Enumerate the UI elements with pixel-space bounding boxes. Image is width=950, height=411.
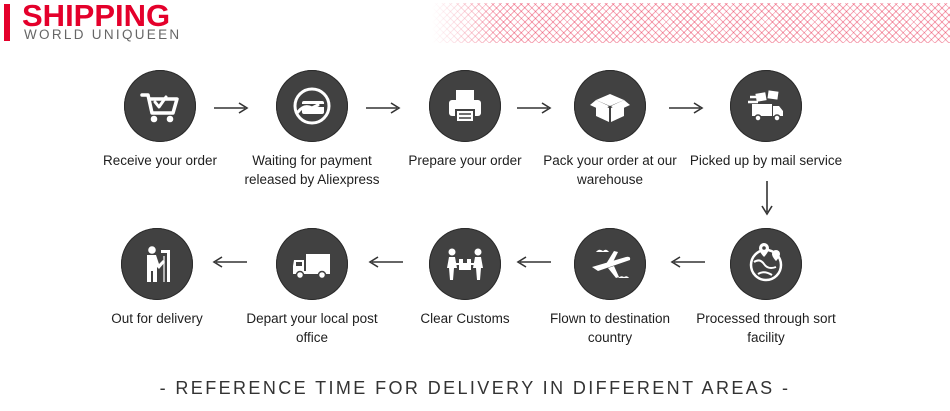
step-label: Pack your order at our warehouse [543, 153, 677, 187]
arrow-left [368, 255, 404, 269]
arrow-right [668, 101, 704, 115]
footer-reference-text: - REFERENCE TIME FOR DELIVERY IN DIFFERE… [159, 378, 791, 398]
step-waiting-payment: Waiting for payment released by Aliexpre… [232, 70, 392, 189]
step-receive-order: Receive your order [80, 70, 240, 170]
package-box-icon [574, 70, 646, 142]
globe-location-icon [730, 228, 802, 300]
mail-truck-icon [276, 228, 348, 300]
arrow-left [516, 255, 552, 269]
arrow-down [760, 180, 774, 216]
arrow-right [213, 101, 249, 115]
step-label: Depart your local post office [246, 311, 378, 345]
delivery-truck-icon [730, 70, 802, 142]
airplane-icon [574, 228, 646, 300]
decorative-hatch-pattern [432, 3, 950, 43]
step-label: Receive your order [102, 153, 218, 168]
step-label: Picked up by mail service [689, 153, 843, 168]
shopping-cart-icon [124, 70, 196, 142]
payment-card-icon [276, 70, 348, 142]
customs-officers-icon [429, 228, 501, 300]
courier-person-icon [121, 228, 193, 300]
step-label: Prepare your order [408, 153, 522, 168]
step-picked-up: Picked up by mail service [686, 70, 846, 170]
header: SHIPPING WORLD UNIQUEEN [0, 0, 950, 46]
step-depart-post-office: Depart your local post office [232, 228, 392, 347]
step-clear-customs: Clear Customs [385, 228, 545, 328]
step-label: Waiting for payment released by Aliexpre… [244, 153, 380, 187]
arrow-left [670, 255, 706, 269]
printer-icon [429, 70, 501, 142]
brand-title: SHIPPING [22, 0, 171, 33]
step-label: Processed through sort facility [696, 311, 836, 345]
arrow-right [365, 101, 401, 115]
step-flown: Flown to destination country [530, 228, 690, 347]
step-label: Flown to destination country [549, 311, 671, 345]
arrow-left [212, 255, 248, 269]
step-pack-order: Pack your order at our warehouse [530, 70, 690, 189]
step-prepare-order: Prepare your order [385, 70, 545, 170]
step-label: Clear Customs [420, 311, 510, 326]
arrow-right [516, 101, 552, 115]
step-out-for-delivery: Out for delivery [77, 228, 237, 328]
step-sort-facility: Processed through sort facility [686, 228, 846, 347]
brand-accent-bar [4, 4, 10, 41]
step-label: Out for delivery [111, 311, 203, 326]
brand-subtitle: WORLD UNIQUEEN [24, 27, 182, 42]
